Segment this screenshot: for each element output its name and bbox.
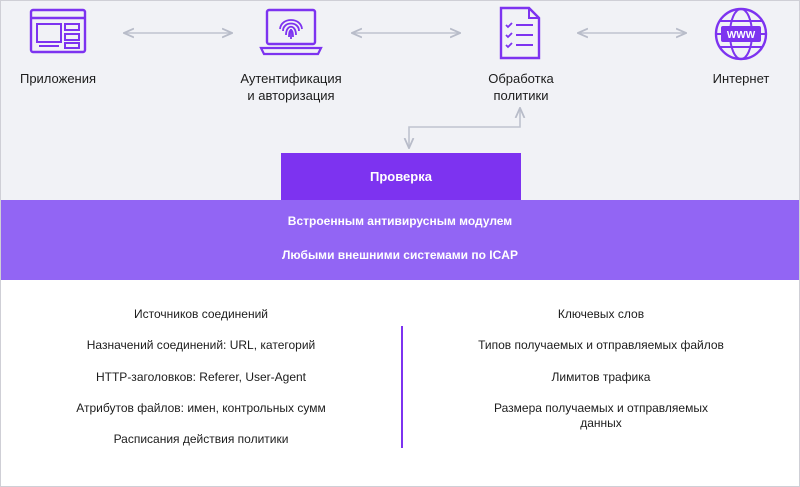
band-line-antivirus: Встроенным антивирусным модулем (287, 214, 513, 228)
band-line-icap: Любыми внешними системами по ICAP (282, 248, 518, 262)
criteria-item: Размера получаемых и отправляемых данных (494, 401, 708, 430)
node-label-apps: Приложения (19, 71, 97, 86)
svg-text:WWW: WWW (727, 30, 756, 41)
node-label-auth: Аутентификация и авторизация (240, 71, 342, 103)
application-window-icon (28, 7, 88, 57)
scanning-methods-band: Встроенным антивирусным модулем Любыми в… (1, 200, 799, 280)
criteria-item: Атрибутов файлов: имен, контрольных сумм (76, 401, 326, 415)
criteria-divider (401, 326, 403, 448)
check-label: Проверка (370, 169, 432, 184)
node-label-policy: Обработка политики (488, 71, 554, 103)
checklist-document-icon (491, 5, 547, 61)
globe-www-icon: WWW (712, 5, 770, 63)
criteria-item: Источников соединений (133, 307, 268, 321)
criteria-item: Типов получаемых и отправляемых файлов (478, 338, 724, 352)
node-label-internet: Интернет (712, 71, 770, 86)
criteria-item: Лимитов трафика (551, 370, 651, 384)
check-block: Проверка (281, 153, 521, 200)
criteria-item: Ключевых слов (557, 307, 645, 321)
flow-connectors (1, 1, 800, 201)
criteria-item: Назначений соединений: URL, категорий (86, 338, 316, 352)
criteria-panel: Источников соединений Назначений соедине… (1, 280, 799, 486)
laptop-fingerprint-icon (259, 7, 323, 57)
criteria-item: HTTP-заголовков: Referer, User-Agent (95, 370, 307, 384)
connector-check-policy (409, 109, 520, 147)
criteria-item: Расписания действия политики (113, 432, 289, 446)
